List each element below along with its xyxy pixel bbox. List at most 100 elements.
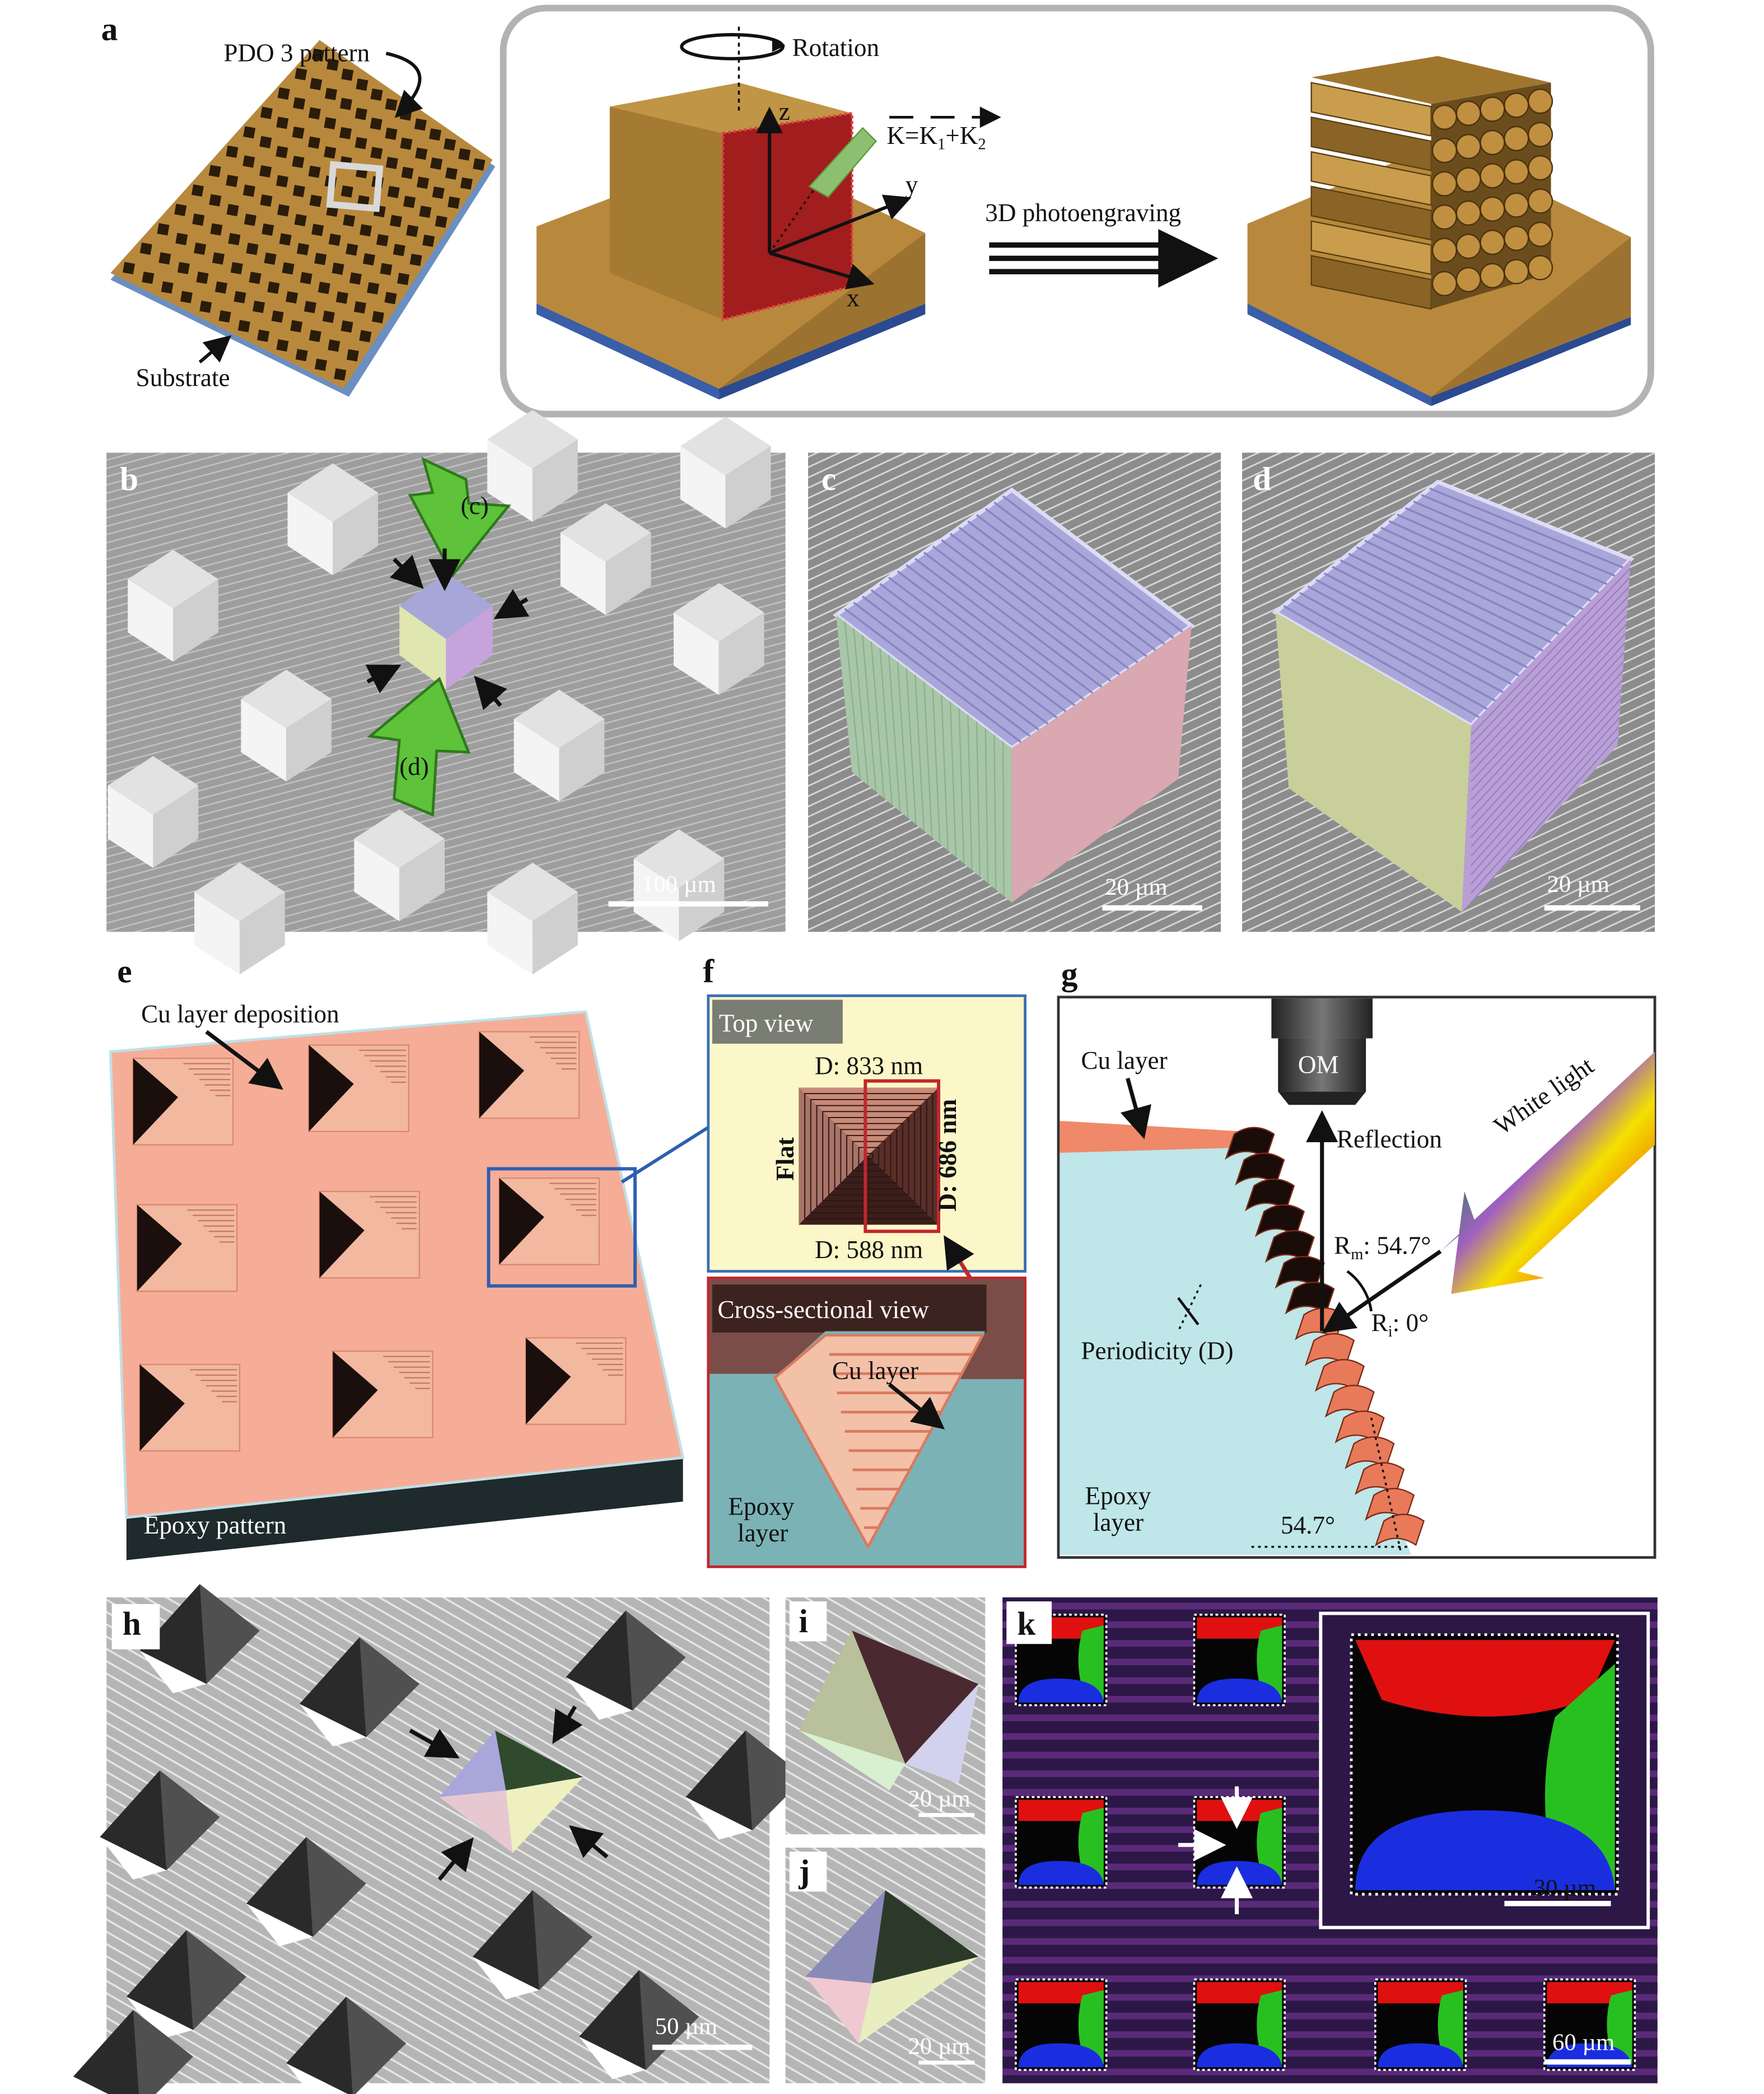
sphere — [1455, 134, 1481, 160]
epoxy-label-f-1: Epoxy — [728, 1493, 794, 1521]
panel-j: j 20 µm — [785, 1847, 986, 2083]
ridge-line — [1471, 736, 1619, 903]
plate-hole — [445, 167, 458, 180]
arrow-c-label: (c) — [461, 492, 489, 520]
plate-hole — [180, 291, 193, 303]
inverted-pyramid — [478, 1031, 580, 1119]
pyramid-highlight — [100, 1836, 167, 1880]
plate-hole — [324, 146, 337, 159]
cube-right — [605, 532, 651, 615]
cube-right — [399, 838, 445, 922]
sphere — [1455, 167, 1481, 193]
sphere — [1528, 121, 1553, 147]
plate-hole — [311, 223, 324, 236]
step-contour — [852, 1141, 885, 1172]
pyramid-face — [346, 1997, 407, 2094]
epoxy-label-g-2: layer — [1093, 1508, 1144, 1536]
cross-section-tab — [712, 1284, 987, 1333]
plate-hole — [292, 185, 305, 198]
k-vector-arrow — [808, 127, 877, 198]
ridge-line — [1429, 487, 1623, 569]
top-view-tab — [712, 999, 843, 1044]
scale-label-b: 100 µm — [642, 871, 716, 898]
ri-label: Ri: 0° — [1371, 1309, 1429, 1341]
plate-hole — [435, 215, 447, 228]
plate-holes — [123, 48, 486, 381]
ridge-line — [1372, 533, 1567, 627]
plate-hole — [384, 292, 397, 305]
target-pyramid — [439, 1730, 584, 1853]
ridge-line — [923, 551, 1103, 688]
plate-hole — [199, 300, 212, 313]
plate-hole — [259, 135, 272, 148]
plate-hole — [353, 301, 366, 314]
ridge-line — [1471, 614, 1627, 782]
pyramid-highlight — [126, 1997, 193, 2040]
green-reflection — [1257, 1990, 1282, 2065]
substrate-label: Substrate — [136, 364, 230, 392]
cu-arrow — [205, 1030, 283, 1090]
plate-hole — [359, 330, 372, 343]
plate-hole — [242, 155, 255, 168]
sphere — [1431, 171, 1458, 197]
ridge-line — [976, 721, 981, 877]
om-label: OM — [1298, 1050, 1339, 1078]
plate-hole — [234, 291, 246, 303]
cube-left-face — [1275, 612, 1471, 912]
epoxy-slab-side — [126, 1457, 683, 1560]
plate-hole — [196, 272, 209, 284]
plate-hole — [370, 118, 382, 130]
plate-hole — [339, 127, 352, 139]
sphere — [1431, 204, 1458, 230]
panel-f: f Top view D: 833 nm D: 686 nm Flat D: 5… — [703, 953, 1026, 1568]
scale-bar — [1544, 905, 1640, 911]
blue-reflection — [1197, 1679, 1282, 1703]
plate-hole — [460, 177, 473, 190]
plate-hole — [332, 262, 344, 275]
process-label: 3D photoengraving — [985, 199, 1181, 227]
pdo-arrow — [385, 52, 423, 118]
scale-label-d: 20 µm — [1547, 871, 1609, 898]
epoxy-label-f-2: layer — [738, 1519, 788, 1547]
cube-right — [286, 699, 332, 782]
ridge-line — [1471, 605, 1628, 773]
ridge-line — [1471, 698, 1622, 866]
sphere — [1431, 104, 1458, 130]
periodicity-label: Periodicity (D) — [1081, 1336, 1233, 1364]
ridge-line — [923, 681, 933, 838]
plate-hole — [444, 138, 456, 151]
plate-hole — [214, 281, 227, 294]
d588-label: D: 588 nm — [815, 1236, 923, 1264]
axis-z-label: z — [779, 97, 790, 125]
plate-hole — [308, 165, 321, 178]
plate-hole — [380, 263, 393, 275]
plate-hole — [304, 301, 317, 314]
arrow-d — [367, 676, 471, 817]
plate-hole — [226, 175, 239, 188]
arrow-c — [408, 457, 511, 578]
panel-a: a PDO 3 pattern Substrate — [101, 4, 1654, 418]
panel-i: i 20 µm — [785, 1597, 986, 1835]
pyramid-shadow — [309, 1045, 354, 1132]
green-reflection — [1078, 1625, 1104, 1700]
panel-letter-i: i — [799, 1602, 808, 1639]
plate-hole — [362, 253, 375, 266]
panel-letter-g: g — [1061, 955, 1078, 992]
ridge-line — [914, 558, 1094, 694]
pyramid-shadow — [137, 1204, 183, 1292]
om-objective — [1271, 998, 1373, 1105]
ridge-line — [1421, 494, 1616, 577]
plate-hole — [194, 242, 207, 255]
ridge-line — [976, 514, 1156, 651]
plate-hole — [246, 242, 259, 255]
ridge-line — [906, 668, 917, 825]
plate-hole — [397, 273, 410, 286]
step-contour — [816, 1105, 921, 1208]
panel-h: h 50 µm — [73, 1584, 806, 2094]
ridge-line — [897, 570, 1076, 707]
cube-right — [679, 858, 725, 941]
pyramid-shadow — [499, 1178, 544, 1265]
ridge-line — [879, 648, 893, 805]
ridge-line — [1471, 708, 1621, 875]
step-contour — [828, 1117, 909, 1195]
